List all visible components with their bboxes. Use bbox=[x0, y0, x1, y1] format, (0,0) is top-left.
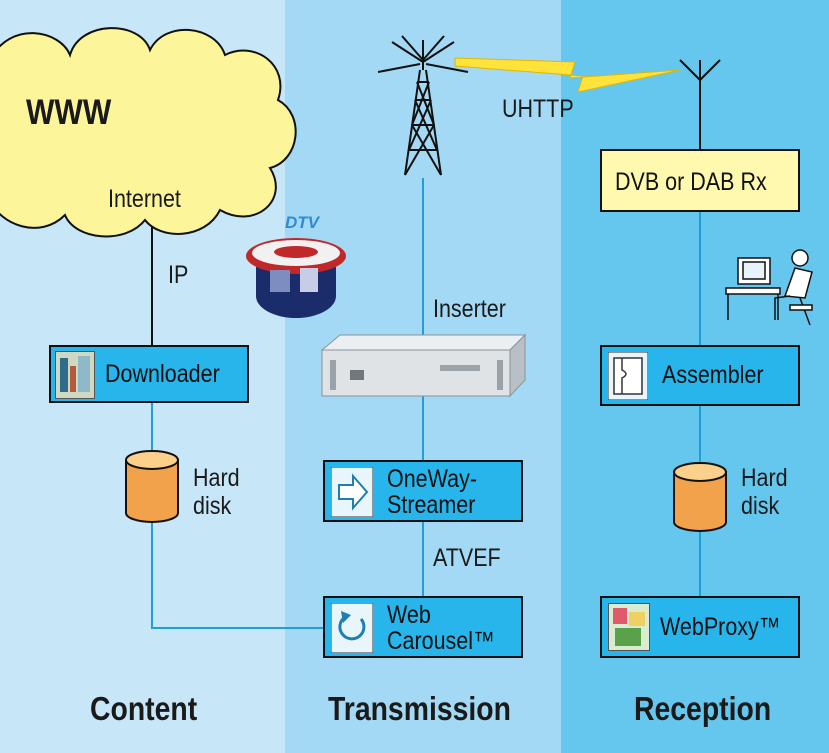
downloader-icon bbox=[55, 351, 95, 399]
column-title-reception: Reception bbox=[634, 690, 772, 727]
webproxy-label: WebProxy™ bbox=[660, 613, 781, 641]
hard-disk-icon bbox=[125, 450, 179, 523]
pc-user bbox=[725, 249, 813, 326]
downloader-box: Downloader bbox=[49, 345, 249, 403]
assembler-icon bbox=[608, 352, 648, 400]
oneway-label-line2: Streamer bbox=[387, 491, 476, 519]
cloud-shape bbox=[0, 27, 297, 238]
column-title-content: Content bbox=[90, 690, 198, 727]
downloader-label: Downloader bbox=[105, 360, 220, 388]
hard-disk-label: Hard disk bbox=[193, 464, 240, 520]
column-title-transmission: Transmission bbox=[328, 690, 511, 727]
svg-text:DTV: DTV bbox=[285, 213, 321, 232]
dvb-dab-rx-box: DVB or DAB Rx bbox=[600, 149, 800, 212]
hard-disk-icon bbox=[673, 462, 727, 532]
arrow-icon bbox=[331, 467, 373, 517]
webproxy-box: WebProxy™ bbox=[600, 596, 800, 658]
inserter-device bbox=[320, 333, 527, 398]
web-carousel-label-line2: Carousel™ bbox=[387, 627, 495, 655]
hard-disk-label: Hard disk bbox=[741, 464, 788, 520]
oneway-label-line1: OneWay- bbox=[387, 465, 478, 493]
webproxy-icon bbox=[608, 603, 650, 651]
tower-antenna bbox=[377, 35, 469, 176]
web-carousel-box: Web Carousel™ bbox=[323, 596, 523, 658]
inserter-label: Inserter bbox=[433, 295, 506, 323]
ip-label: IP bbox=[168, 261, 189, 289]
receiver-antenna bbox=[679, 59, 721, 81]
cloud-title: WWW bbox=[26, 93, 112, 132]
assembler-label: Assembler bbox=[662, 361, 764, 389]
lightning-link bbox=[454, 57, 681, 93]
cloud-subtitle: Internet bbox=[108, 185, 181, 213]
assembler-box: Assembler bbox=[600, 345, 800, 406]
uhttp-label: UHTTP bbox=[502, 95, 574, 123]
atvef-label: ATVEF bbox=[433, 544, 501, 572]
web-carousel-label-line1: Web bbox=[387, 601, 431, 629]
dtv-logo: DTV bbox=[246, 213, 346, 318]
dvb-dab-rx-label: DVB or DAB Rx bbox=[615, 168, 767, 196]
oneway-streamer-box: OneWay- Streamer bbox=[323, 460, 523, 522]
carousel-icon bbox=[331, 603, 373, 653]
